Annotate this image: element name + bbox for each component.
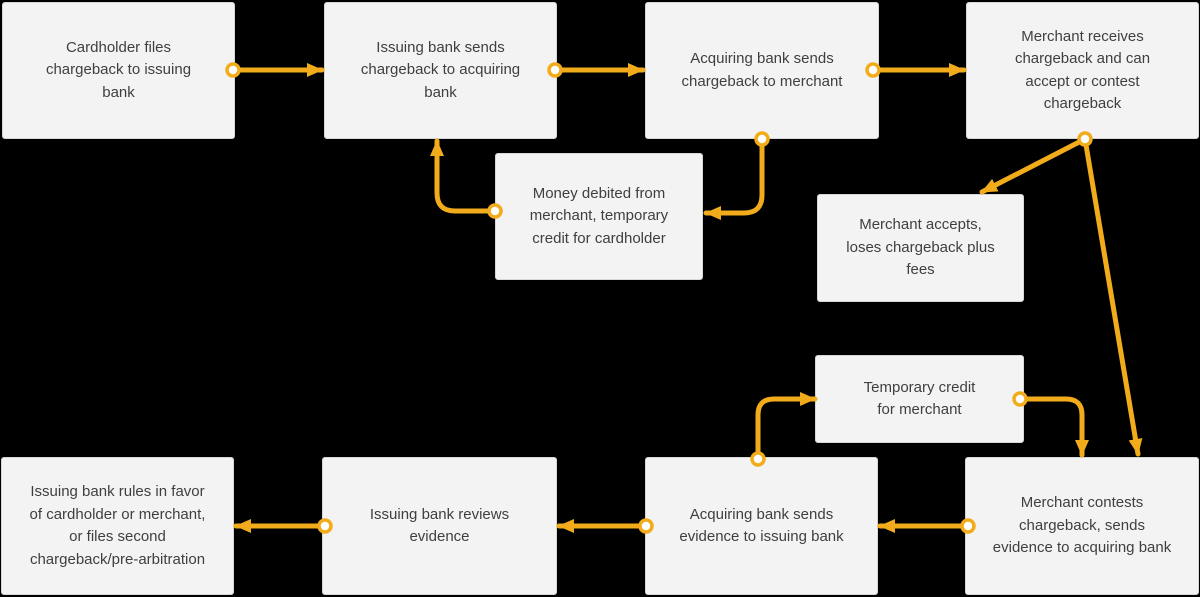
node-issuing-reviews-label: Issuing bank reviews evidence <box>369 505 510 546</box>
node-issuing-rules-label: Issuing bank rules in favor of cardholde… <box>29 483 206 568</box>
node-acquiring-evidence: Acquiring bank sends evidence to issuing… <box>645 457 878 595</box>
connector-acquiring-to-debit <box>703 136 765 220</box>
node-acquiring-sends: Acquiring bank sends chargeback to merch… <box>645 2 879 139</box>
connector-temp-credit-to-contests <box>1017 396 1089 458</box>
connector-debit-to-issuing <box>430 138 498 214</box>
node-merchant-receives-label: Merchant receives chargeback and can acc… <box>1014 27 1151 113</box>
node-temp-credit-merchant-label: Temporary credit for merchant <box>863 378 976 419</box>
node-issuing-sends: Issuing bank sends chargeback to acquiri… <box>324 2 557 139</box>
node-money-debited-label: Money debited from merchant, temporary c… <box>529 184 669 247</box>
node-issuing-sends-label: Issuing bank sends chargeback to acquiri… <box>360 38 521 101</box>
node-merchant-receives: Merchant receives chargeback and can acc… <box>966 2 1199 139</box>
node-cardholder-files-label: Cardholder files chargeback to issuing b… <box>45 38 192 101</box>
node-merchant-accepts-label: Merchant accepts, loses chargeback plus … <box>846 216 995 279</box>
node-merchant-accepts: Merchant accepts, loses chargeback plus … <box>817 194 1024 302</box>
node-merchant-contests: Merchant contests chargeback, sends evid… <box>965 457 1199 595</box>
node-money-debited: Money debited from merchant, temporary c… <box>495 153 703 280</box>
node-issuing-reviews: Issuing bank reviews evidence <box>322 457 557 595</box>
node-merchant-contests-label: Merchant contests chargeback, sends evid… <box>992 494 1172 557</box>
node-issuing-rules: Issuing bank rules in favor of cardholde… <box>1 457 234 595</box>
node-acquiring-evidence-label: Acquiring bank sends evidence to issuing… <box>679 505 844 546</box>
node-temp-credit-merchant: Temporary credit for merchant <box>815 355 1024 443</box>
connector-acquiring-evidence-to-temp-credit <box>755 392 818 462</box>
node-cardholder-files: Cardholder files chargeback to issuing b… <box>2 2 235 139</box>
connector-receives-to-accepts <box>979 136 1088 195</box>
connector-receives-to-contests <box>1082 136 1143 457</box>
node-acquiring-sends-label: Acquiring bank sends chargeback to merch… <box>681 50 843 90</box>
